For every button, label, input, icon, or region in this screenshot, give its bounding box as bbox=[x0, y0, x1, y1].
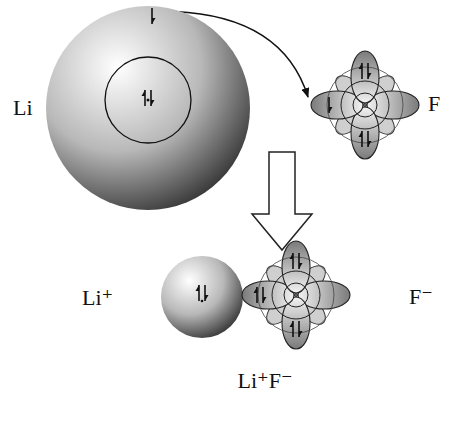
compound-label: Li⁺F⁻ bbox=[237, 370, 292, 392]
orbital-lobe bbox=[351, 51, 379, 103]
atom-label: Li⁺ bbox=[82, 287, 113, 309]
atom-shape bbox=[160, 255, 244, 339]
electron-spin bbox=[368, 131, 372, 147]
electron-spin bbox=[329, 97, 333, 113]
shell bbox=[341, 81, 389, 129]
atom-shape bbox=[45, 5, 251, 211]
atom: Li bbox=[45, 5, 251, 211]
atom: F⁻ bbox=[241, 240, 351, 350]
electron-spin bbox=[359, 63, 363, 79]
atom-label: F⁻ bbox=[409, 286, 433, 308]
electron-spin bbox=[290, 253, 294, 269]
electron-spin bbox=[359, 131, 363, 147]
shell bbox=[258, 257, 334, 333]
shell bbox=[284, 283, 308, 307]
shell bbox=[353, 93, 377, 117]
reaction-arrow bbox=[252, 152, 312, 250]
orbital-lobe bbox=[282, 241, 310, 293]
atom-label: Li bbox=[13, 97, 33, 119]
electron-spin bbox=[196, 285, 200, 301]
li-atom-sphere bbox=[46, 6, 250, 210]
atom-shape bbox=[241, 240, 351, 350]
electron-spin bbox=[254, 287, 258, 303]
inner-shell bbox=[105, 57, 191, 143]
electron-spin bbox=[152, 8, 156, 24]
li-ion-sphere bbox=[161, 256, 243, 338]
atom: Li⁺ bbox=[160, 255, 244, 339]
nucleus bbox=[147, 99, 150, 102]
atom-shape bbox=[310, 50, 420, 160]
shell bbox=[327, 67, 403, 143]
electron-spin bbox=[368, 63, 372, 79]
shell bbox=[272, 271, 320, 319]
nucleus bbox=[201, 300, 204, 303]
electron-spin bbox=[205, 285, 209, 301]
atom-label: F bbox=[428, 93, 440, 115]
electron-spin bbox=[299, 321, 303, 337]
electron-spin bbox=[142, 90, 146, 106]
electron-spin bbox=[263, 287, 267, 303]
electron-spin bbox=[299, 253, 303, 269]
atom: F bbox=[310, 50, 420, 160]
electron-spin bbox=[290, 321, 294, 337]
electron-spin bbox=[151, 90, 155, 106]
